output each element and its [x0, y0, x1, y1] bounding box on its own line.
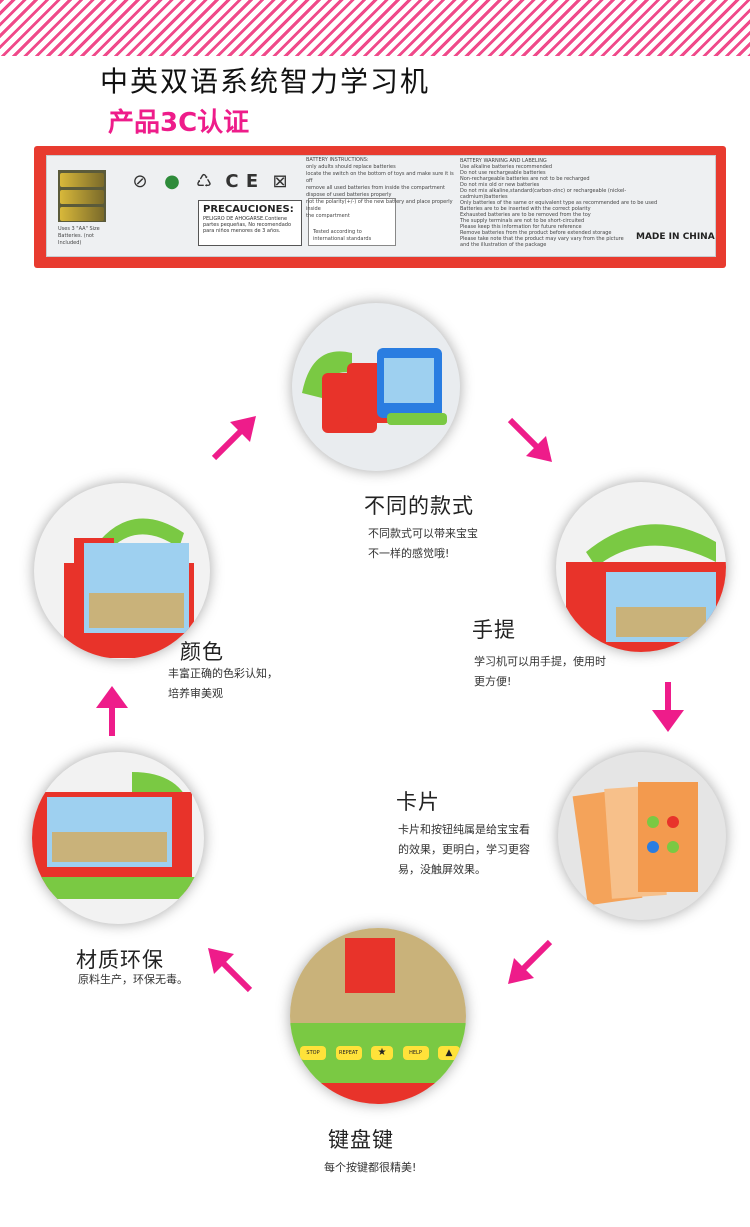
- green-dot-icon: ●: [164, 171, 180, 192]
- page-title: 中英双语系统智力学习机: [100, 65, 431, 98]
- recycle-icon: ♺: [195, 171, 213, 192]
- arrow-up-icon: [96, 686, 128, 736]
- no-small-parts-icon: ⊘: [132, 171, 148, 192]
- warning-line: Batteries are to be inserted with the co…: [460, 206, 591, 212]
- battery-image: [58, 170, 106, 222]
- key-row: STOP REPEAT ★ HELP ▲: [300, 1046, 460, 1060]
- desc-line: 的效果，更明白，学习更容: [398, 843, 530, 856]
- warning-line: Exhausted batteries are to be removed fr…: [460, 212, 591, 218]
- decorative-stripe-banner: [0, 0, 750, 56]
- feature-desc-cards: 卡片和按钮纯属是给宝宝看 的效果，更明白，学习更容 易，没触屏效果。: [398, 820, 530, 880]
- feature-desc-color: 丰富正确的色彩认知， 培养审美观: [168, 664, 278, 704]
- color-photo: [34, 483, 210, 659]
- arrow-up-left-icon: [208, 948, 253, 993]
- precautions-box: PRECAUCIONES: PELIGRO DE AHOGARSE.Contie…: [198, 200, 302, 246]
- arrow-down-left-icon: [508, 939, 553, 984]
- keyboard-illustration: [290, 928, 466, 1104]
- battery-instructions: BATTERY INSTRUCTIONS: only adults should…: [306, 157, 456, 220]
- desc-line: 学习机可以用手提，使用时: [474, 655, 606, 668]
- bin-icon: ⊠: [272, 171, 288, 192]
- desc-line: 不一样的感觉哦!: [368, 547, 450, 560]
- desc-line: 更方便!: [474, 675, 512, 688]
- warning-line: and the illustration of the package: [460, 242, 547, 248]
- warning-line: Please keep this information for future …: [460, 224, 582, 230]
- repeat-key[interactable]: REPEAT: [335, 1046, 362, 1060]
- precautions-title: PRECAUCIONES:: [203, 204, 294, 215]
- cards-illustration: [572, 782, 698, 906]
- warning-line: Do not use rechargeable batteries: [460, 170, 546, 176]
- desc-line: 培养审美观: [168, 687, 223, 700]
- cards-photo: [558, 752, 726, 920]
- triangle-key[interactable]: ▲: [438, 1046, 460, 1060]
- ce-mark-icon: C: [225, 171, 239, 192]
- feature-desc-styles: 不同款式可以带来宝宝 不一样的感觉哦!: [368, 524, 478, 564]
- feature-title-cards: 卡片: [396, 790, 440, 814]
- feature-title-styles: 不同的款式: [364, 494, 474, 518]
- instruction-line: not the polarity(+/-) of the new battery…: [306, 199, 453, 212]
- page-subtitle: 产品3C认证: [108, 108, 250, 138]
- toy-side-illustration: [32, 772, 204, 899]
- warning-line: The supply terminals are not to be short…: [460, 218, 585, 224]
- feature-title-material: 材质环保: [76, 948, 164, 972]
- instruction-line: only adults should replace batteries: [306, 164, 396, 170]
- keyboard-photo: STOP REPEAT ★ HELP ▲: [290, 928, 466, 1104]
- material-photo: [32, 752, 204, 924]
- styles-photo: [292, 303, 460, 471]
- desc-line: 不同款式可以带来宝宝: [368, 527, 478, 540]
- toy-house-illustration: [64, 518, 194, 658]
- feature-desc-material: 原料生产，环保无毒。: [78, 970, 188, 990]
- feature-title-handle: 手提: [472, 618, 516, 642]
- arrow-down-icon: [652, 682, 684, 732]
- arrow-up-right-icon: [211, 416, 256, 461]
- desc-line: 丰富正确的色彩认知，: [168, 667, 278, 680]
- warning-line: Do not mix alkaline,standard(carbon-zinc…: [460, 188, 627, 200]
- warning-line: Do not mix old or new batteries: [460, 182, 540, 188]
- warning-line: Only batteries of the same or equivalent…: [460, 200, 658, 206]
- warning-line: Remove batteries from the product before…: [460, 230, 612, 236]
- feature-desc-handle: 学习机可以用手提，使用时 更方便!: [474, 652, 606, 692]
- ce-mark-icon-2: E: [245, 171, 259, 192]
- warning-line: Please take note that the product may va…: [460, 236, 624, 242]
- desc-line: 原料生产，环保无毒。: [78, 973, 188, 986]
- instruction-line: dispose of used batteries properly: [306, 192, 392, 198]
- arrow-down-right-icon: [507, 417, 552, 462]
- toy-handle-illustration: [566, 524, 726, 652]
- warning-line: Use alkaline batteries recommended: [460, 164, 553, 170]
- instruction-line: remove all used batteries from inside th…: [306, 185, 445, 191]
- feature-desc-keys: 每个按键都很精美!: [324, 1158, 416, 1178]
- desc-line: 卡片和按钮纯属是给宝宝看: [398, 823, 530, 836]
- feature-title-keys: 键盘键: [328, 1128, 394, 1152]
- made-in-label: MADE IN CHINA: [636, 232, 715, 242]
- precautions-text: PELIGRO DE AHOGARSE.Contiene partes pequ…: [203, 216, 292, 234]
- desc-line: 易，没触屏效果。: [398, 863, 486, 876]
- warning-title: BATTERY WARNING AND LABELING: [460, 158, 547, 164]
- battery-warning: BATTERY WARNING AND LABELING Use alkalin…: [460, 158, 660, 248]
- warning-line: Non-rechargeable batteries are not to be…: [460, 176, 590, 182]
- toy-stack-illustration: [302, 348, 447, 433]
- star-key[interactable]: ★: [371, 1046, 393, 1060]
- instruction-line: locate the switch on the bottom of toys …: [306, 171, 454, 184]
- battery-instructions-title: BATTERY INSTRUCTIONS:: [306, 157, 369, 163]
- desc-line: 每个按键都很精美!: [324, 1161, 417, 1174]
- help-key[interactable]: HELP: [402, 1046, 429, 1060]
- standards-seal: Tested according to international standa…: [308, 198, 396, 246]
- battery-note: Uses 3 "AA" Size Batteries. (not Include…: [58, 226, 100, 246]
- standard-text: Tested according to international standa…: [313, 229, 372, 242]
- feature-title-color: 颜色: [180, 640, 224, 664]
- handle-photo: [556, 482, 726, 652]
- stop-key[interactable]: STOP: [300, 1046, 326, 1060]
- instruction-line: the compartment: [306, 213, 350, 219]
